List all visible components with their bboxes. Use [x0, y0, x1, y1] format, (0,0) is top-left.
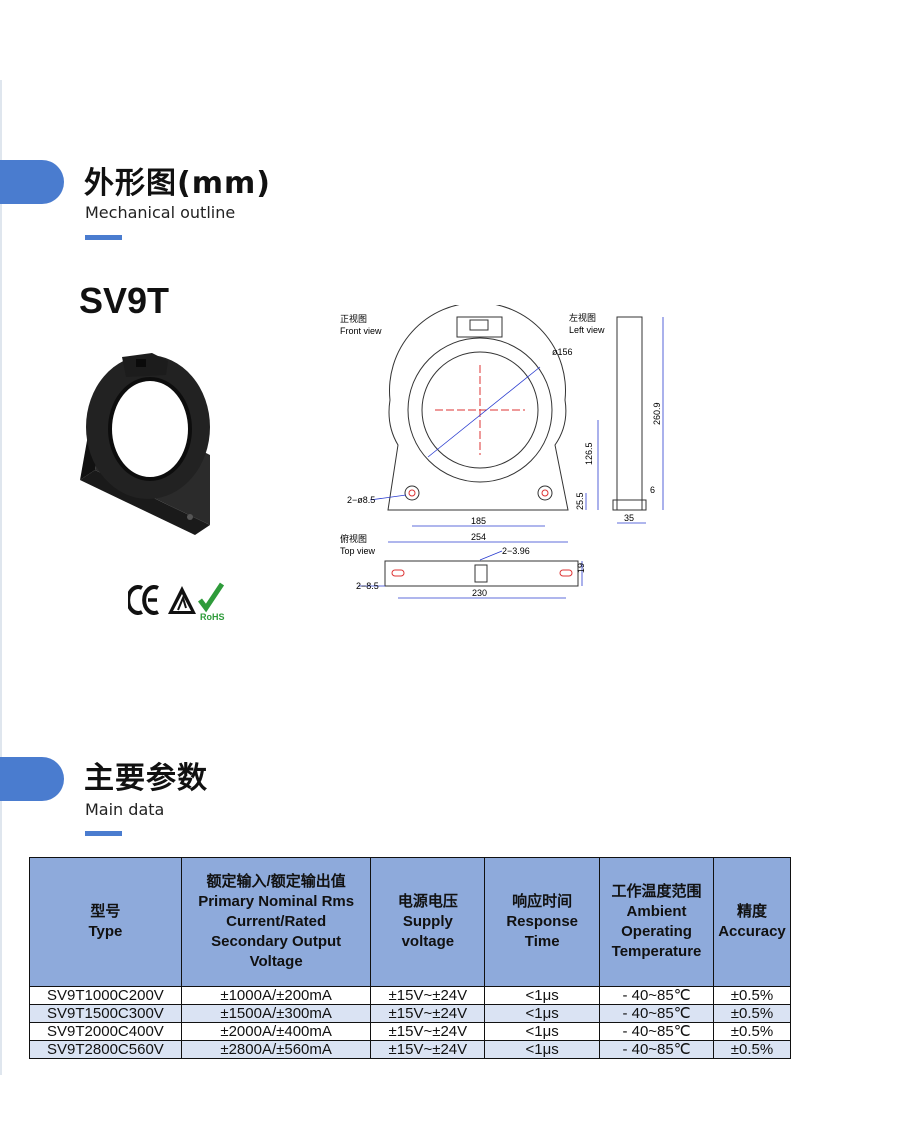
left-view-label-cn: 左视图 [569, 312, 596, 323]
svg-text:RoHS: RoHS [200, 612, 225, 622]
cell-accuracy: ±0.5% [712, 1040, 792, 1059]
section-underline [85, 235, 122, 240]
svg-text:6: 6 [650, 485, 655, 495]
header-rated-values: 额定输入/额定输出值 Primary Nominal Rms Current/R… [180, 857, 372, 987]
header-type: 型号 Type [29, 857, 182, 987]
top-view-label-en: Top view [340, 546, 376, 556]
left-view: 左视图 Left view 260.9 6 35 [569, 312, 664, 524]
cell-accuracy: ±0.5% [712, 1022, 792, 1041]
cell-temperature: - 40~85℃ [599, 1040, 714, 1059]
cell-response: <1μs [484, 1004, 601, 1023]
svg-text:2−8.5: 2−8.5 [356, 581, 379, 591]
top-view-label-cn: 俯视图 [340, 533, 367, 544]
cell-supply: ±15V~±24V [370, 1040, 486, 1059]
cell-temperature: - 40~85℃ [599, 986, 714, 1005]
svg-text:2−3.96: 2−3.96 [502, 546, 530, 556]
section-subtitle-main-data: Main data [85, 800, 165, 819]
table-row: SV9T2000C400V ±2000A/±400mA ±15V~±24V <1… [29, 1022, 792, 1041]
header-response-time: 响应时间 Response Time [484, 857, 601, 987]
cell-supply: ±15V~±24V [370, 1022, 486, 1041]
cell-type: SV9T1000C200V [29, 986, 182, 1005]
table-row: SV9T1500C300V ±1500A/±300mA ±15V~±24V <1… [29, 1004, 792, 1023]
svg-text:2−ø8.5: 2−ø8.5 [347, 495, 375, 505]
table-row: SV9T2800C560V ±2800A/±560mA ±15V~±24V <1… [29, 1040, 792, 1059]
cell-type: SV9T1500C300V [29, 1004, 182, 1023]
left-view-label-en: Left view [569, 325, 605, 335]
svg-text:126.5: 126.5 [584, 442, 594, 465]
cell-temperature: - 40~85℃ [599, 1004, 714, 1023]
front-view-label-cn: 正视图 [340, 313, 367, 324]
ce-mark-icon [128, 585, 159, 615]
section-marker [0, 757, 64, 801]
certification-marks: RoHS [128, 582, 225, 622]
section-subtitle-outline: Mechanical outline [85, 203, 236, 222]
header-accuracy: 精度 Accuracy [712, 857, 792, 987]
header-supply-voltage: 电源电压 Supply voltage [370, 857, 486, 987]
cell-supply: ±15V~±24V [370, 1004, 486, 1023]
cell-type: SV9T2800C560V [29, 1040, 182, 1059]
cell-supply: ±15V~±24V [370, 986, 486, 1005]
header-temperature: 工作温度范围 Ambient Operating Temperature [599, 857, 714, 987]
cell-rated: ±1500A/±300mA [180, 1004, 372, 1023]
front-view: 正视图 Front view ø156 2−ø8.5 126.5 25.5 18… [340, 305, 599, 543]
cell-response: <1μs [484, 1040, 601, 1059]
cell-temperature: - 40~85℃ [599, 1022, 714, 1041]
svg-text:254: 254 [471, 532, 486, 542]
page-margin-rule [0, 80, 2, 1075]
table-row: SV9T1000C200V ±1000A/±200mA ±15V~±24V <1… [29, 986, 792, 1005]
cell-response: <1μs [484, 986, 601, 1005]
section-title-outline: 外形图(mm) [84, 166, 271, 201]
top-view: 俯视图 Top view 2−3.96 2−8.5 19 230 [340, 533, 586, 599]
product-model: SV9T [79, 280, 170, 321]
svg-text:ø156: ø156 [552, 347, 573, 357]
front-view-label-en: Front view [340, 326, 382, 336]
section-marker [0, 160, 64, 204]
cell-accuracy: ±0.5% [712, 986, 792, 1005]
mechanical-drawing: 正视图 Front view ø156 2−ø8.5 126.5 25.5 18… [340, 305, 664, 599]
esd-warning-icon [168, 586, 196, 614]
section-title-main-data: 主要参数 [84, 761, 208, 796]
section-underline [85, 831, 122, 836]
table-header-row: 型号 Type 额定输入/额定输出值 Primary Nominal Rms C… [29, 857, 792, 987]
cell-type: SV9T2000C400V [29, 1022, 182, 1041]
cell-rated: ±1000A/±200mA [180, 986, 372, 1005]
product-photo [80, 353, 210, 535]
cell-response: <1μs [484, 1022, 601, 1041]
svg-text:25.5: 25.5 [575, 492, 585, 510]
spec-table: 型号 Type 额定输入/额定输出值 Primary Nominal Rms C… [29, 857, 792, 1059]
cell-rated: ±2800A/±560mA [180, 1040, 372, 1059]
cell-accuracy: ±0.5% [712, 1004, 792, 1023]
cell-rated: ±2000A/±400mA [180, 1022, 372, 1041]
svg-text:35: 35 [624, 513, 634, 523]
rohs-icon: RoHS [198, 582, 225, 622]
svg-text:260.9: 260.9 [652, 402, 662, 425]
svg-text:230: 230 [472, 588, 487, 598]
svg-text:185: 185 [471, 516, 486, 526]
svg-text:19: 19 [576, 563, 586, 573]
